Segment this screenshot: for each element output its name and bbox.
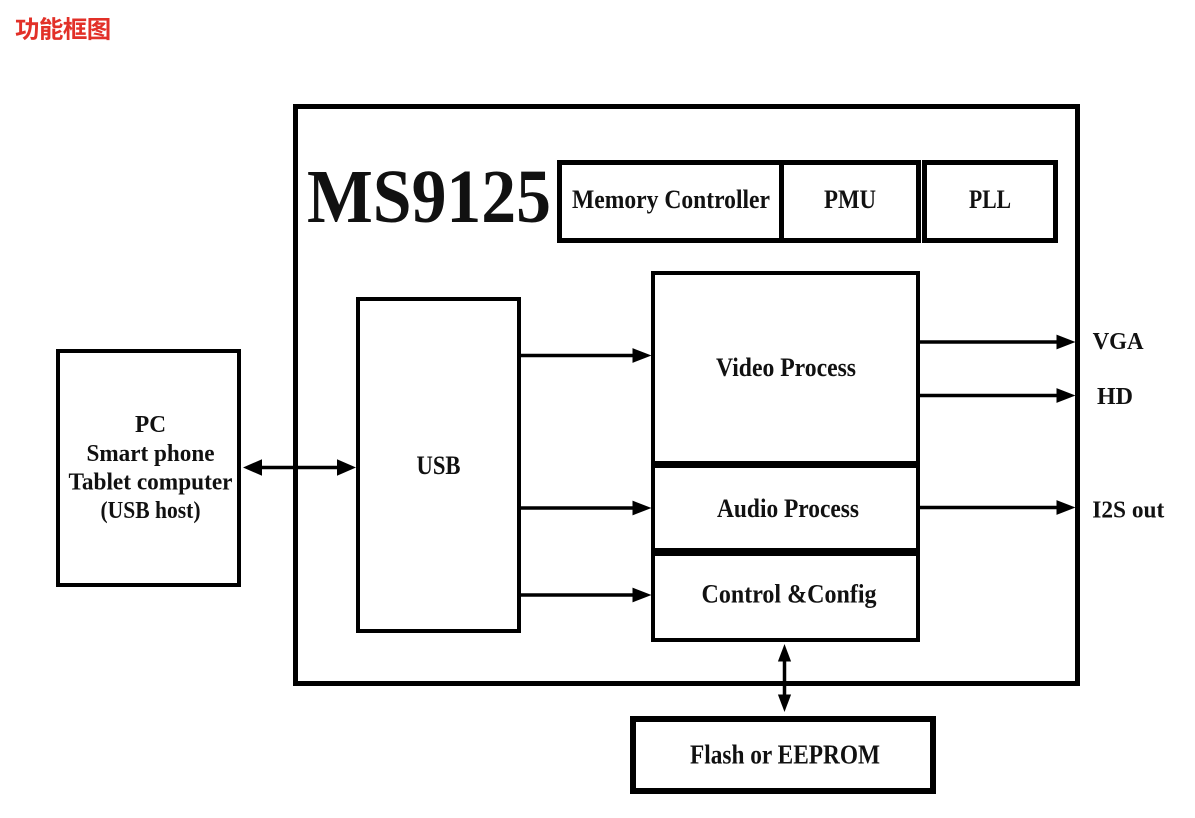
svg-text:Smart phone: Smart phone — [87, 441, 215, 467]
svg-text:HD: HD — [1097, 384, 1133, 410]
svg-text:I2S out: I2S out — [1092, 498, 1164, 524]
svg-text:MS9125: MS9125 — [307, 155, 551, 239]
svg-text:PMU: PMU — [824, 185, 876, 214]
svg-text:Control &Config: Control &Config — [702, 580, 877, 609]
svg-text:VGA: VGA — [1093, 329, 1145, 355]
svg-text:PLL: PLL — [969, 185, 1011, 214]
svg-text:Video Process: Video Process — [716, 353, 856, 382]
svg-text:PC: PC — [135, 412, 166, 438]
svg-text:USB: USB — [417, 451, 461, 480]
svg-text:Memory Controller: Memory Controller — [572, 185, 770, 214]
svg-text:Audio Process: Audio Process — [717, 494, 859, 523]
svg-text:Tablet computer: Tablet computer — [69, 470, 233, 496]
svg-text:(USB host): (USB host) — [101, 498, 201, 524]
svg-text:Flash or EEPROM: Flash or EEPROM — [690, 740, 880, 770]
